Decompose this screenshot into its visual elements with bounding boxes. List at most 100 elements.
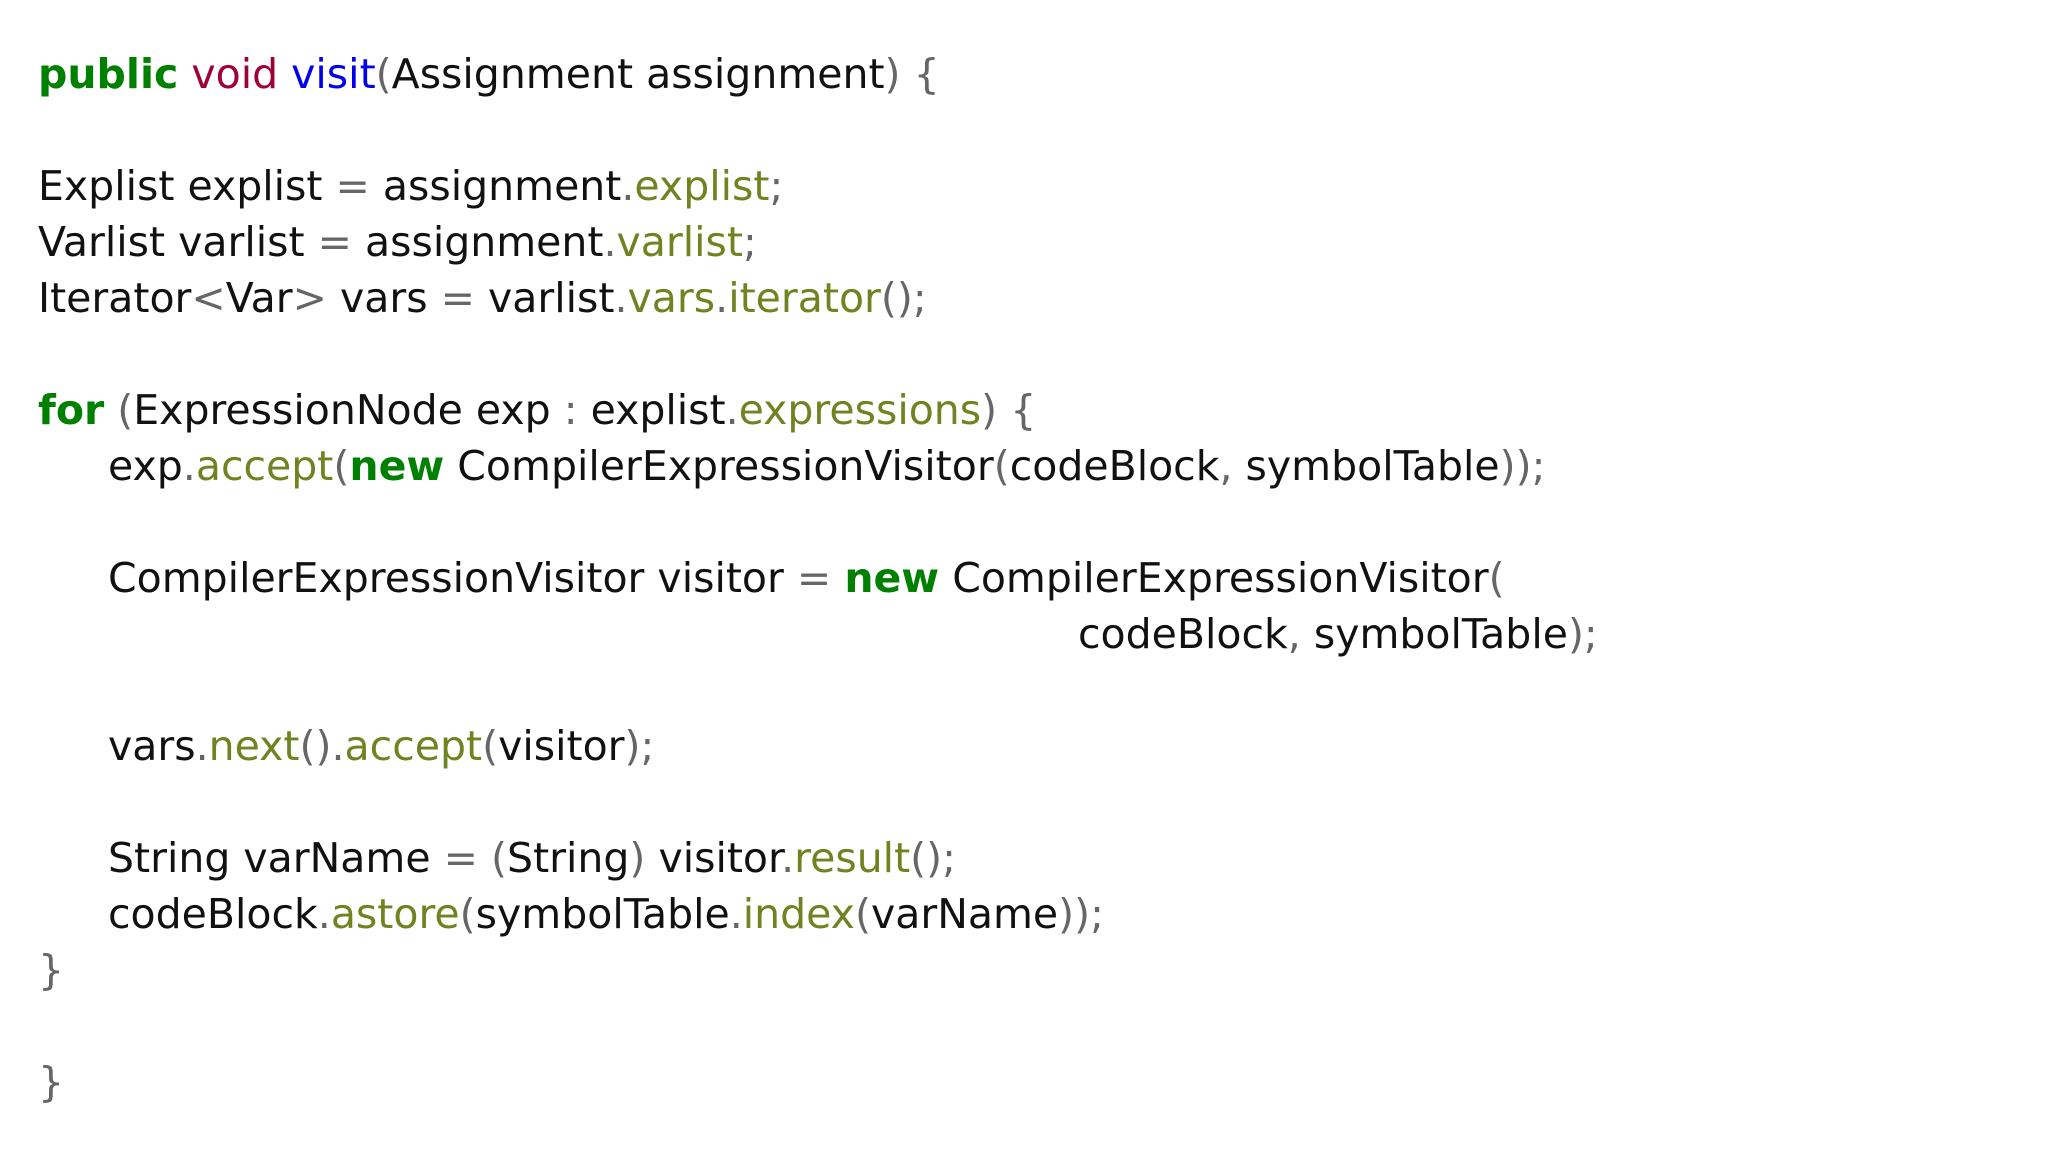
code-token-punctuation: . [729,890,743,938]
code-line: vars.next().accept(visitor); [38,718,2048,774]
code-token-punctuation: ) [981,386,998,434]
code-token-member-access: index [742,890,855,938]
code-token-identifier: Varlist varlist [38,218,318,266]
code-token-identifier: assignment [351,218,604,266]
code-line-blank [38,326,2048,382]
code-token-identifier: varName [870,890,1059,938]
code-line: CompilerExpressionVisitor visitor = new … [38,550,2048,606]
code-line: Explist explist = assignment.explist; [38,158,2048,214]
code-line-blank [38,774,2048,830]
code-token-punctuation: . [603,218,617,266]
code-line: Iterator<Var> vars = varlist.vars.iterat… [38,270,2048,326]
code-line: } [38,1054,2048,1110]
code-token-plain [997,386,1010,434]
code-token-punctuation: ); [624,722,655,770]
code-token-punctuation: . [715,274,729,322]
code-token-member-access: astore [330,890,460,938]
code-token-operator: = [796,554,832,602]
code-token-member-access: iterator [728,274,881,322]
code-line: Varlist varlist = assignment.varlist; [38,214,2048,270]
code-token-identifier: visitor [645,834,782,882]
code-token-identifier: String varName [108,834,444,882]
code-token-identifier: vars [108,722,196,770]
code-token-identifier: Iterator [38,274,192,322]
code-token-identifier: varlist [475,274,615,322]
code-token-punctuation: ( [854,890,871,938]
code-line-blank [38,662,2048,718]
code-token-identifier: CompilerExpressionVisitor [939,554,1489,602]
code-token-punctuation: . [781,834,795,882]
code-token-punctuation: (); [880,274,927,322]
code-token-punctuation: ; [742,218,757,266]
code-line: codeBlock.astore(symbolTable.index(varNa… [38,886,2048,942]
code-token-punctuation: , [1219,442,1233,490]
code-token-identifier: Assignment assignment [391,50,885,98]
code-token-member-access: vars [627,274,716,322]
code-token-identifier: ExpressionNode exp [133,386,564,434]
code-line: for (ExpressionNode exp : explist.expres… [38,382,2048,438]
code-token-plain [178,50,191,98]
code-token-punctuation: ( [375,50,392,98]
code-token-punctuation: . [614,274,628,322]
code-token-punctuation: . [195,722,209,770]
code-token-identifier: CompilerExpressionVisitor [444,442,994,490]
code-token-plain [901,50,914,98]
code-token-identifier: codeBlock [1009,442,1220,490]
code-token-punctuation: )); [1058,890,1104,938]
code-token-member-access: result [794,834,911,882]
code-token-punctuation: () [299,722,332,770]
code-token-punctuation: { [913,50,940,98]
code-token-plain [831,554,844,602]
code-token-method-name: visit [291,50,376,98]
code-token-punctuation: . [331,722,345,770]
code-token-operator: = [443,834,478,882]
code-line: } [38,942,2048,998]
code-token-member-access: accept [344,722,483,770]
code-token-identifier: Explist explist [38,162,336,210]
code-line: public void visit(Assignment assignment)… [38,46,2048,102]
code-token-punctuation: ( [482,722,499,770]
code-token-punctuation: > [292,274,327,322]
code-token-punctuation: ) [884,50,901,98]
code-token-identifier: CompilerExpressionVisitor visitor [108,554,797,602]
code-line-blank [38,494,2048,550]
code-token-identifier: symbolTable [1232,442,1500,490]
code-token-identifier: symbolTable [475,890,730,938]
code-token-plain [278,50,291,98]
code-token-punctuation: . [317,890,331,938]
code-line: codeBlock, symbolTable); [38,606,2048,662]
code-token-identifier: explist [577,386,726,434]
code-token-identifier: symbolTable [1300,610,1568,658]
code-token-punctuation: ); [1567,610,1598,658]
code-token-member-access: varlist [616,218,743,266]
code-token-punctuation: , [1287,610,1301,658]
code-token-punctuation: ( [117,386,134,434]
code-token-punctuation: . [621,162,635,210]
code-token-punctuation: ) [629,834,646,882]
code-token-punctuation: (); [910,834,956,882]
code-token-member-access: accept [195,442,334,490]
code-token-plain [478,834,491,882]
code-line: exp.accept(new CompilerExpressionVisitor… [38,438,2048,494]
code-line-blank [38,102,2048,158]
code-block[interactable]: public void visit(Assignment assignment)… [38,46,2048,1110]
code-token-void-keyword: void [191,50,279,98]
code-token-member-access: expressions [738,386,982,434]
code-token-plain [104,386,117,434]
code-token-punctuation: ( [459,890,476,938]
code-token-operator: = [440,274,475,322]
code-token-punctuation: . [182,442,196,490]
code-token-keyword: new [349,442,445,490]
code-token-punctuation: . [725,386,739,434]
code-token-identifier: vars [326,274,441,322]
code-token-punctuation: )); [1499,442,1546,490]
code-token-operator: = [317,218,352,266]
code-token-punctuation: } [38,946,65,994]
code-token-punctuation: : [563,386,578,434]
code-line-blank [38,998,2048,1054]
code-token-punctuation: ( [993,442,1010,490]
code-token-punctuation: } [38,1058,65,1106]
code-token-identifier: codeBlock [1078,610,1288,658]
code-token-keyword: for [38,386,105,434]
